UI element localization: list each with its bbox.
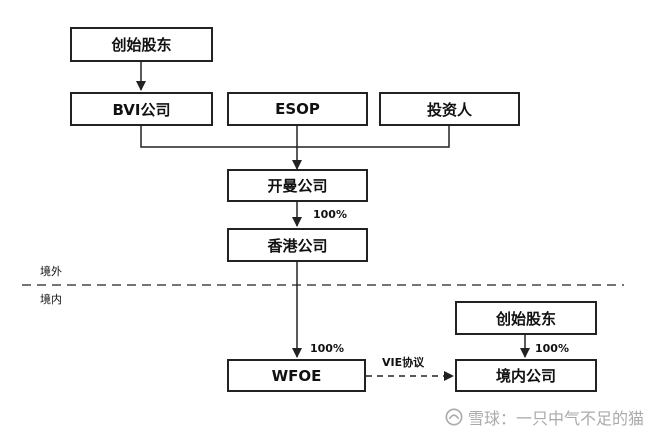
edge-shareholders-merge: [140, 126, 450, 148]
watermark-text: 雪球：一只中气不足的猫: [467, 409, 644, 428]
node-wfoe: WFOE: [227, 359, 366, 392]
region-offshore: 境外: [40, 265, 62, 278]
node-domestic-company: 境内公司: [455, 359, 597, 392]
node-bvi-company: BVI公司: [70, 92, 213, 126]
node-founders-top: 创始股东: [70, 27, 213, 62]
node-hongkong-company: 香港公司: [227, 228, 368, 262]
region-onshore: 境内: [40, 293, 62, 306]
node-esop: ESOP: [227, 92, 368, 126]
node-founders-domestic: 创始股东: [455, 301, 597, 335]
node-cayman-company: 开曼公司: [227, 169, 368, 202]
label-hk-wfoe-share: 100%: [310, 342, 344, 355]
watermark: 雪球：一只中气不足的猫: [445, 405, 644, 429]
label-cayman-hk-share: 100%: [313, 208, 347, 221]
node-investors: 投资人: [379, 92, 520, 126]
label-vie-agreement: VIE协议: [382, 356, 425, 369]
label-founders-domestic-share: 100%: [535, 342, 569, 355]
snowball-logo-icon: [445, 408, 463, 426]
